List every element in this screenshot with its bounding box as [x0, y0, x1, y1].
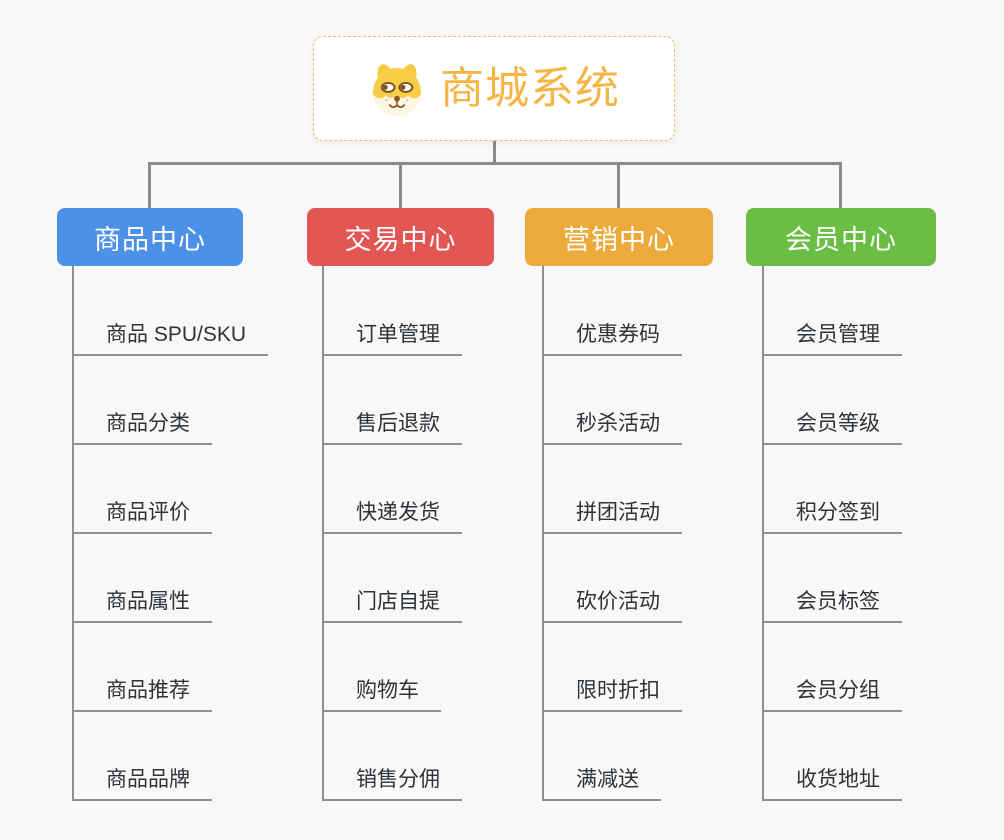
leaf-row: 购物车 — [322, 623, 572, 712]
branch-label: 交易中心 — [344, 224, 457, 255]
connector-drop-trade — [399, 162, 402, 209]
leaf-node-member-group[interactable]: 会员分组 — [762, 674, 902, 712]
leaf-row: 会员等级 — [762, 356, 1004, 445]
leaf-row: 售后退款 — [322, 356, 572, 445]
leaf-node-shipping-address[interactable]: 收货地址 — [762, 763, 902, 801]
leaf-row: 优惠券码 — [542, 267, 792, 356]
leaf-row: 销售分佣 — [322, 712, 572, 801]
leaf-node-group-buy[interactable]: 拼团活动 — [542, 496, 682, 534]
leaf-row: 限时折扣 — [542, 623, 792, 712]
leaf-row: 订单管理 — [322, 267, 572, 356]
leaf-row: 积分签到 — [762, 445, 1004, 534]
branch-node-marketing-center[interactable]: 营销中心 — [525, 208, 713, 266]
leaf-node-product-recommend[interactable]: 商品推荐 — [72, 674, 212, 712]
leaf-node-shopping-cart[interactable]: 购物车 — [322, 674, 441, 712]
root-node-mall-system[interactable]: 商城系统 — [313, 36, 675, 141]
leaf-node-product-review[interactable]: 商品评价 — [72, 496, 212, 534]
leaf-node-coupon-code[interactable]: 优惠券码 — [542, 318, 682, 356]
connector-root-drop — [493, 141, 496, 162]
leaf-row: 门店自提 — [322, 534, 572, 623]
connector-drop-marketing — [617, 162, 620, 209]
leaf-row: 会员标签 — [762, 534, 1004, 623]
leaf-row: 满减送 — [542, 712, 792, 801]
leaf-node-express-delivery[interactable]: 快递发货 — [322, 496, 462, 534]
leaf-column-member: 会员管理 会员等级 积分签到 会员标签 会员分组 收货地址 — [762, 267, 1004, 801]
leaf-node-bargain-activity[interactable]: 砍价活动 — [542, 585, 682, 623]
shiba-dog-icon — [368, 60, 426, 118]
leaf-node-member-tag[interactable]: 会员标签 — [762, 585, 902, 623]
leaf-row: 商品评价 — [72, 445, 322, 534]
leaf-node-product-brand[interactable]: 商品品牌 — [72, 763, 212, 801]
root-title: 商城系统 — [440, 63, 620, 113]
connector-trunk — [148, 162, 842, 165]
branch-node-trade-center[interactable]: 交易中心 — [307, 208, 494, 266]
connector-drop-product — [148, 162, 151, 209]
leaf-row: 砍价活动 — [542, 534, 792, 623]
leaf-row: 商品 SPU/SKU — [72, 267, 322, 356]
leaf-node-full-reduction[interactable]: 满减送 — [542, 763, 661, 801]
leaf-row: 商品推荐 — [72, 623, 322, 712]
leaf-row: 会员分组 — [762, 623, 1004, 712]
leaf-node-flash-sale[interactable]: 秒杀活动 — [542, 407, 682, 445]
leaf-row: 商品属性 — [72, 534, 322, 623]
leaf-row: 会员管理 — [762, 267, 1004, 356]
branch-label: 商品中心 — [94, 224, 206, 255]
leaf-row: 商品分类 — [72, 356, 322, 445]
leaf-node-product-category[interactable]: 商品分类 — [72, 407, 212, 445]
branch-node-member-center[interactable]: 会员中心 — [746, 208, 936, 266]
leaf-row: 秒杀活动 — [542, 356, 792, 445]
connector-drop-member — [839, 162, 842, 209]
leaf-node-member-management[interactable]: 会员管理 — [762, 318, 902, 356]
leaf-node-product-spu-sku[interactable]: 商品 SPU/SKU — [72, 318, 269, 356]
leaf-node-store-pickup[interactable]: 门店自提 — [322, 585, 462, 623]
branch-node-product-center[interactable]: 商品中心 — [57, 208, 243, 266]
leaf-row: 收货地址 — [762, 712, 1004, 801]
leaf-node-member-level[interactable]: 会员等级 — [762, 407, 902, 445]
leaf-row: 拼团活动 — [542, 445, 792, 534]
leaf-row: 快递发货 — [322, 445, 572, 534]
leaf-node-points-checkin[interactable]: 积分签到 — [762, 496, 902, 534]
leaf-row: 商品品牌 — [72, 712, 322, 801]
leaf-column-trade: 订单管理 售后退款 快递发货 门店自提 购物车 销售分佣 — [322, 267, 572, 801]
leaf-node-limited-time-discount[interactable]: 限时折扣 — [542, 674, 682, 712]
leaf-column-marketing: 优惠券码 秒杀活动 拼团活动 砍价活动 限时折扣 满减送 — [542, 267, 792, 801]
leaf-node-product-attribute[interactable]: 商品属性 — [72, 585, 212, 623]
leaf-column-product: 商品 SPU/SKU 商品分类 商品评价 商品属性 商品推荐 商品品牌 — [72, 267, 322, 801]
leaf-node-sales-commission[interactable]: 销售分佣 — [322, 763, 462, 801]
branch-label: 营销中心 — [563, 224, 675, 255]
branch-label: 会员中心 — [785, 224, 897, 255]
leaf-node-aftersale-refund[interactable]: 售后退款 — [322, 407, 462, 445]
leaf-node-order-management[interactable]: 订单管理 — [322, 318, 462, 356]
